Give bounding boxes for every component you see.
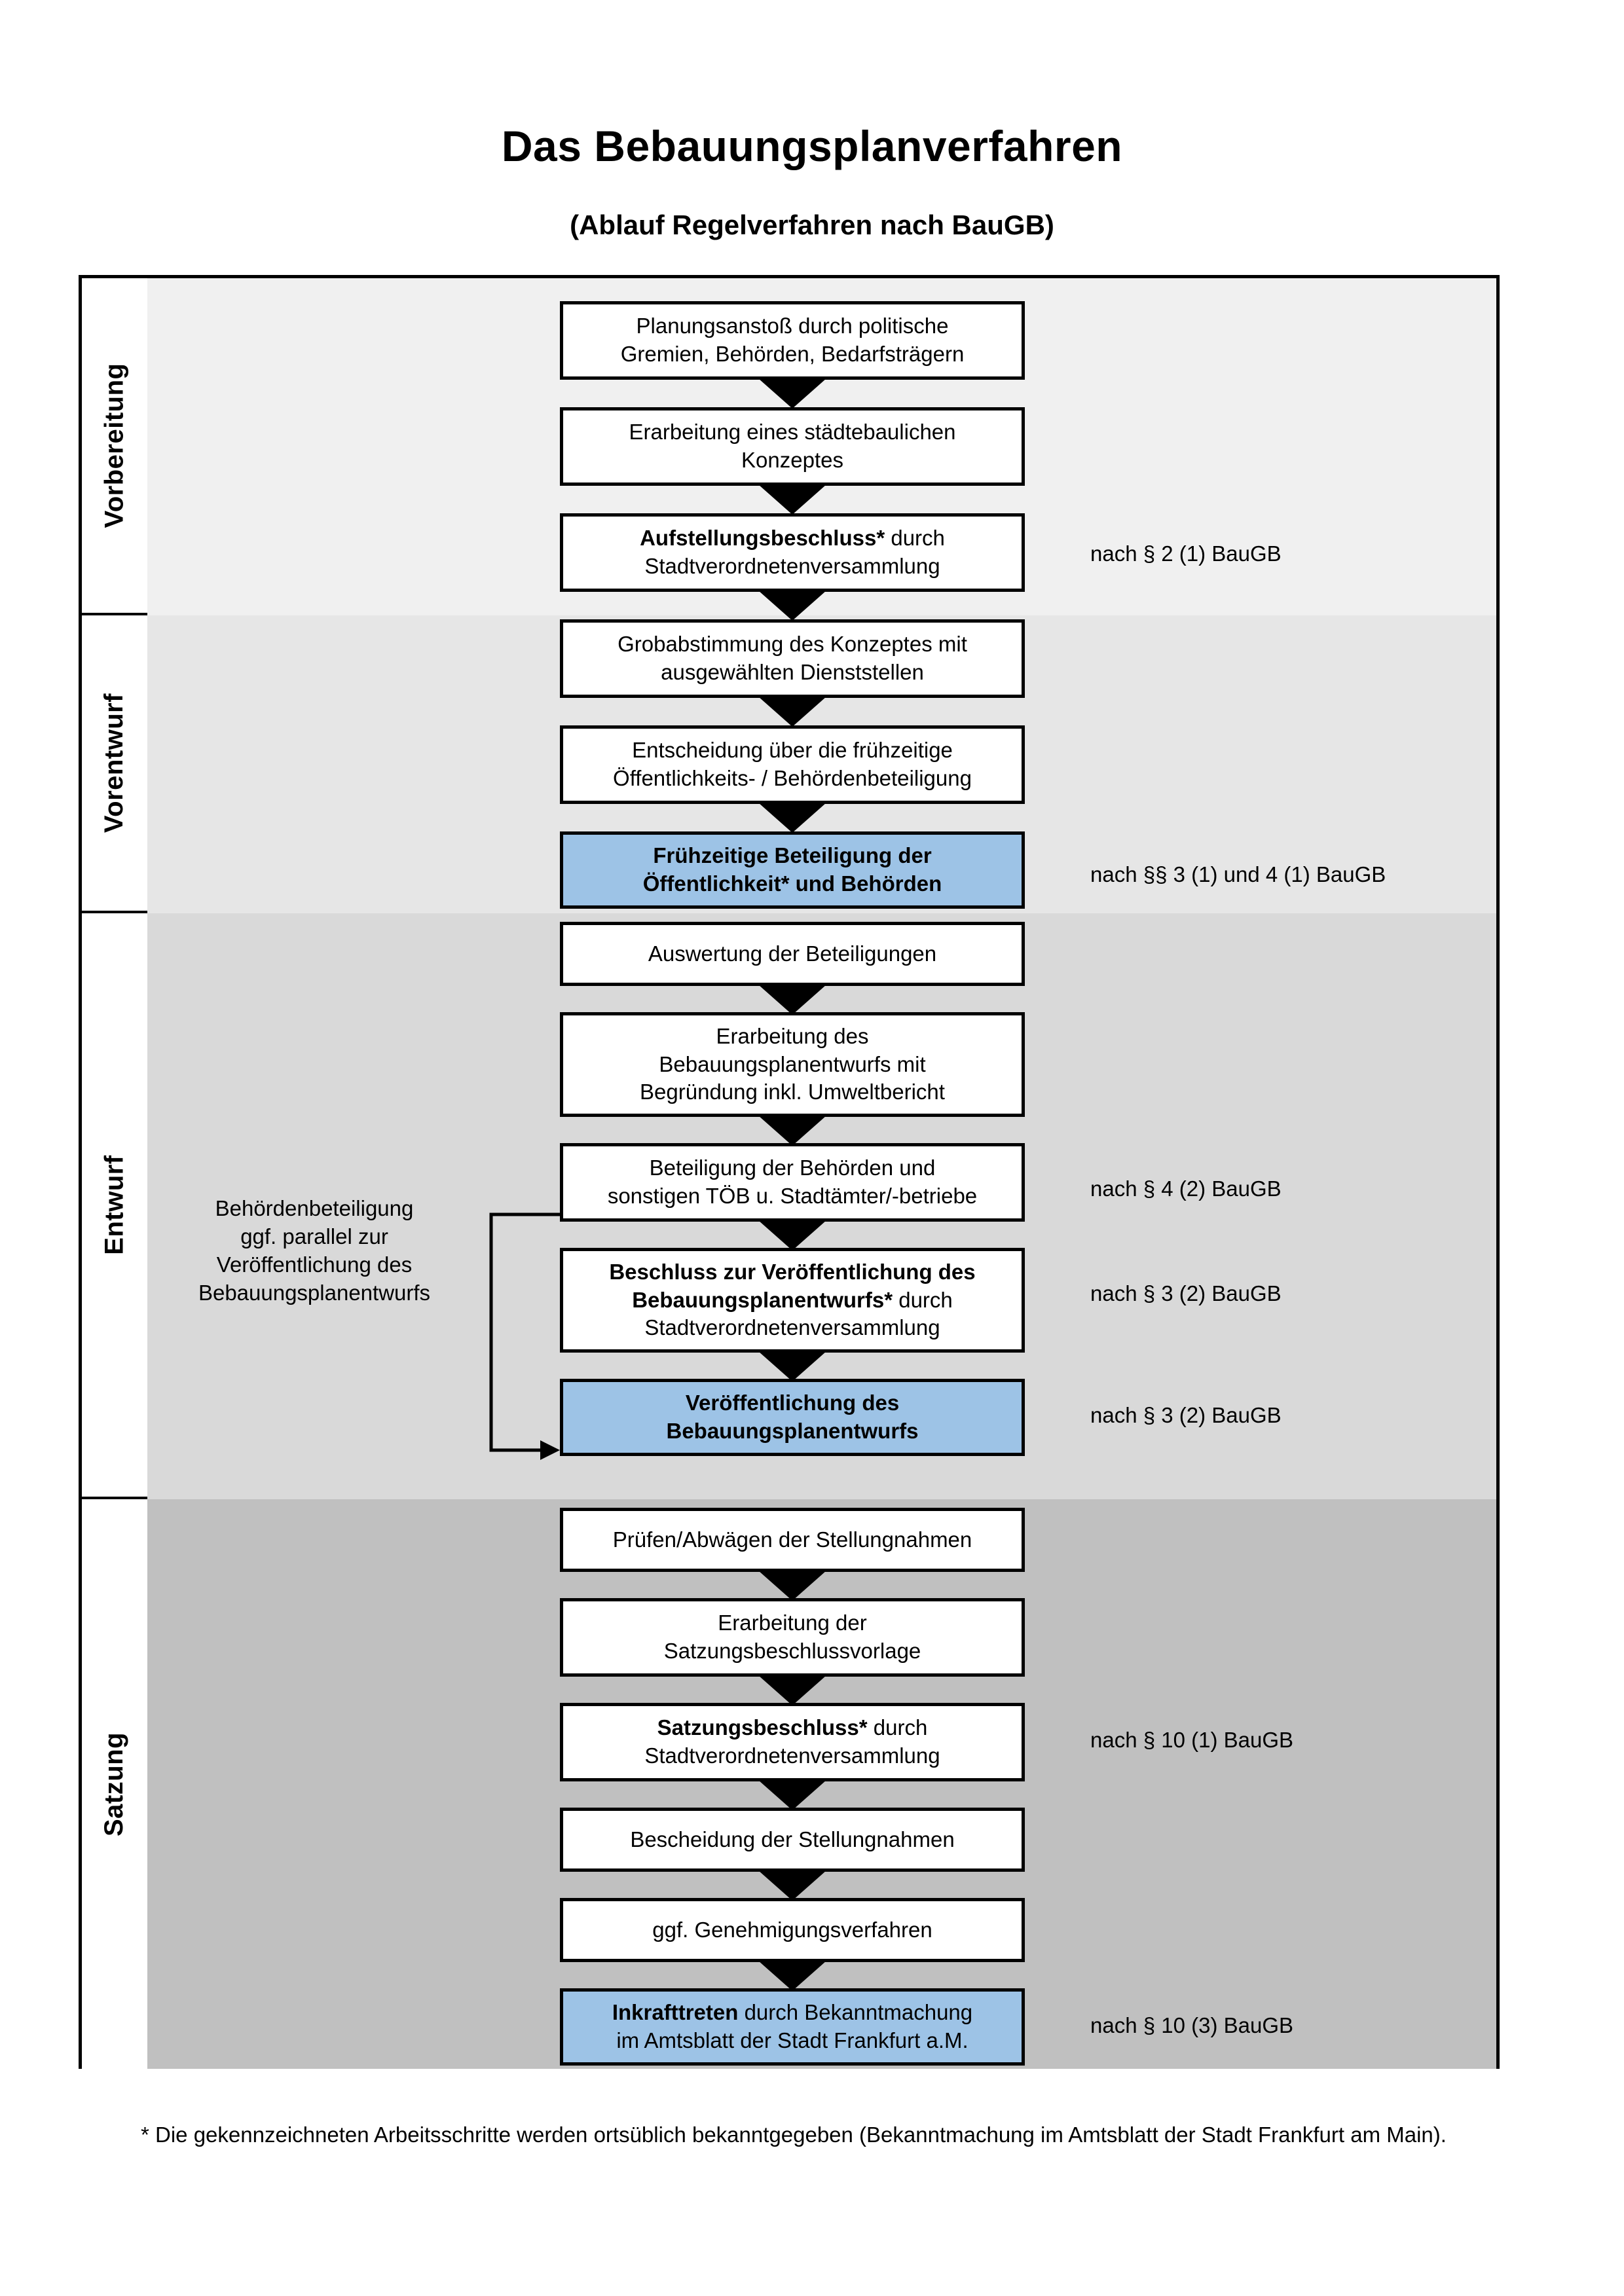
step-line: Beteiligung der Behörden und — [649, 1156, 936, 1180]
diagram-frame: Vorbereitung Vorentwurf Entwurf Satzung … — [79, 275, 1500, 2069]
legal-ref-aufstellungsbeschluss: nach § 2 (1) BauGB — [1090, 541, 1282, 566]
step-erarbeitung-bebauungsplanentwurf[interactable]: Erarbeitung des Bebauungsplanentwurfs mi… — [560, 1012, 1025, 1117]
step-line: Prüfen/Abwägen der Stellungnahmen — [612, 1527, 972, 1552]
step-line: Stadtverordnetenversammlung — [644, 554, 940, 578]
phase-label-text: Entwurf — [100, 1155, 129, 1255]
step-line: Öffentlichkeit* und Behörden — [642, 871, 942, 896]
step-line-bold: Satzungsbeschluss* — [657, 1715, 868, 1740]
page-subtitle: (Ablauf Regelverfahren nach BauGB) — [570, 210, 1054, 240]
step-line: durch — [893, 1287, 953, 1312]
legal-ref-beschluss-veroeffentlichung: nach § 3 (2) BauGB — [1090, 1281, 1282, 1305]
connector-arrow-7 — [758, 1116, 826, 1146]
connector-arrow-3 — [758, 591, 826, 621]
connector-arrow-6 — [758, 985, 826, 1015]
step-entscheidung-fruehzeitige-beteiligung[interactable]: Entscheidung über die frühzeitige Öffent… — [560, 725, 1025, 804]
step-satzungsbeschlussvorlage[interactable]: Erarbeitung der Satzungsbeschlussvorlage — [560, 1598, 1025, 1677]
step-line: ausgewählten Dienststellen — [661, 660, 924, 684]
phase-label-vorbereitung: Vorbereitung — [82, 278, 147, 615]
step-line: Erarbeitung des — [716, 1023, 869, 1048]
step-line: Erarbeitung eines städtebaulichen — [629, 420, 956, 445]
step-beschluss-veroeffentlichung[interactable]: Beschluss zur Veröffentlichung des Bebau… — [560, 1248, 1025, 1353]
step-grobabstimmung[interactable]: Grobabstimmung des Konzeptes mit ausgewä… — [560, 619, 1025, 698]
step-line: durch Bekanntmachung — [738, 2000, 973, 2025]
legal-ref-beteiligung-behoerden: nach § 4 (2) BauGB — [1090, 1176, 1282, 1201]
step-line: Entscheidung über die frühzeitige — [632, 738, 953, 763]
step-line: Begründung inkl. Umweltbericht — [640, 1080, 945, 1104]
step-line: Gremien, Behörden, Bedarfsträgern — [620, 342, 965, 366]
step-line: durch — [885, 526, 945, 551]
phase-label-text: Satzung — [100, 1732, 129, 1836]
step-line: Bescheidung der Stellungnahmen — [630, 1827, 955, 1851]
step-pruefen-abwaegen[interactable]: Prüfen/Abwägen der Stellungnahmen — [560, 1508, 1025, 1572]
legal-ref-fruehzeitige-beteiligung: nach §§ 3 (1) und 4 (1) BauGB — [1090, 862, 1386, 886]
sidenote-line: Veröffentlichung des — [216, 1252, 413, 1277]
step-staedtebauliches-konzept[interactable]: Erarbeitung eines städtebaulichen Konzep… — [560, 407, 1025, 486]
connector-arrow-9 — [758, 1351, 826, 1381]
connector-arrow-12 — [758, 1780, 826, 1810]
connector-arrow-1 — [758, 378, 826, 409]
page-title: Das Bebauungsplanverfahren — [501, 122, 1123, 170]
step-line: Öffentlichkeits- / Behördenbeteiligung — [613, 766, 972, 790]
step-line: sonstigen TÖB u. Stadtämter/-betriebe — [607, 1184, 978, 1208]
sidenote-line: ggf. parallel zur — [240, 1224, 388, 1248]
phase-label-text: Vorbereitung — [100, 363, 129, 528]
step-fruehzeitige-beteiligung[interactable]: Frühzeitige Beteiligung der Öffentlichke… — [560, 831, 1025, 909]
step-line-bold: Aufstellungsbeschluss* — [640, 526, 885, 551]
legal-ref-veroeffentlichung: nach § 3 (2) BauGB — [1090, 1403, 1282, 1427]
step-line: ggf. Genehmigungsverfahren — [652, 1917, 932, 1942]
step-satzungsbeschluss[interactable]: Satzungsbeschluss* durch Stadtverordnete… — [560, 1703, 1025, 1781]
step-genehmigungsverfahren[interactable]: ggf. Genehmigungsverfahren — [560, 1898, 1025, 1962]
legal-ref-inkrafttreten: nach § 10 (3) BauGB — [1090, 2013, 1294, 2037]
step-beteiligung-behoerden-toeb[interactable]: Beteiligung der Behörden und sonstigen T… — [560, 1143, 1025, 1222]
sidenote-line: Behördenbeteiligung — [215, 1196, 414, 1220]
step-line: Satzungsbeschlussvorlage — [663, 1639, 921, 1663]
connector-arrow-10 — [758, 1571, 826, 1601]
phase-label-vorentwurf: Vorentwurf — [82, 615, 147, 913]
step-line: Grobabstimmung des Konzeptes mit — [618, 632, 967, 657]
phase-label-column: Vorbereitung Vorentwurf Entwurf Satzung — [82, 278, 147, 2069]
step-line: Planungsanstoß durch politische — [636, 314, 949, 338]
legal-ref-satzungsbeschluss: nach § 10 (1) BauGB — [1090, 1728, 1294, 1752]
step-line-bold: Beschluss zur Veröffentlichung des — [609, 1259, 976, 1284]
footnote-asterisk: * Die gekennzeichneten Arbeitsschritte w… — [141, 2123, 1447, 2147]
step-veroeffentlichung-bebauungsplanentwurf[interactable]: Veröffentlichung des Bebauungsplanentwur… — [560, 1379, 1025, 1456]
connector-arrow-5 — [758, 803, 826, 833]
connector-arrow-13 — [758, 1870, 826, 1901]
step-line: Konzeptes — [741, 448, 843, 472]
step-line: Erarbeitung der — [718, 1611, 867, 1635]
step-line-bold: Inkrafttreten — [612, 2000, 739, 2025]
step-line: im Amtsblatt der Stadt Frankfurt a.M. — [616, 2028, 969, 2052]
connector-arrow-2 — [758, 484, 826, 515]
connector-arrow-11 — [758, 1675, 826, 1705]
connector-arrow-8 — [758, 1220, 826, 1250]
connector-arrow-4 — [758, 697, 826, 727]
step-line: Bebauungsplanentwurfs mit — [659, 1051, 926, 1076]
connector-arrow-14 — [758, 1961, 826, 1991]
step-line: Stadtverordnetenversammlung — [644, 1315, 940, 1340]
step-inkrafttreten[interactable]: Inkrafttreten durch Bekanntmachung im Am… — [560, 1988, 1025, 2066]
phase-label-text: Vorentwurf — [100, 693, 129, 833]
step-line-bold: Bebauungsplanentwurfs* — [632, 1287, 893, 1312]
step-line: Auswertung der Beteiligungen — [648, 941, 937, 966]
step-line: Veröffentlichung des — [685, 1391, 900, 1415]
step-line: Stadtverordnetenversammlung — [644, 1743, 940, 1768]
step-aufstellungsbeschluss[interactable]: Aufstellungsbeschluss* durch Stadtverord… — [560, 513, 1025, 592]
sidenote-line: Bebauungsplanentwurfs — [198, 1280, 431, 1305]
step-planungsanstoss[interactable]: Planungsanstoß durch politische Gremien,… — [560, 301, 1025, 380]
phase-label-entwurf: Entwurf — [82, 913, 147, 1499]
step-bescheidung-stellungnahmen[interactable]: Bescheidung der Stellungnahmen — [560, 1808, 1025, 1872]
step-line: durch — [867, 1715, 928, 1740]
step-line: Frühzeitige Beteiligung der — [653, 843, 932, 868]
step-line: Bebauungsplanentwurfs — [666, 1419, 919, 1443]
step-auswertung-beteiligungen[interactable]: Auswertung der Beteiligungen — [560, 922, 1025, 986]
phase-label-satzung: Satzung — [82, 1499, 147, 2069]
sidenote-behoerdenbeteiligung: Behördenbeteiligung ggf. parallel zur Ve… — [160, 1195, 468, 1307]
